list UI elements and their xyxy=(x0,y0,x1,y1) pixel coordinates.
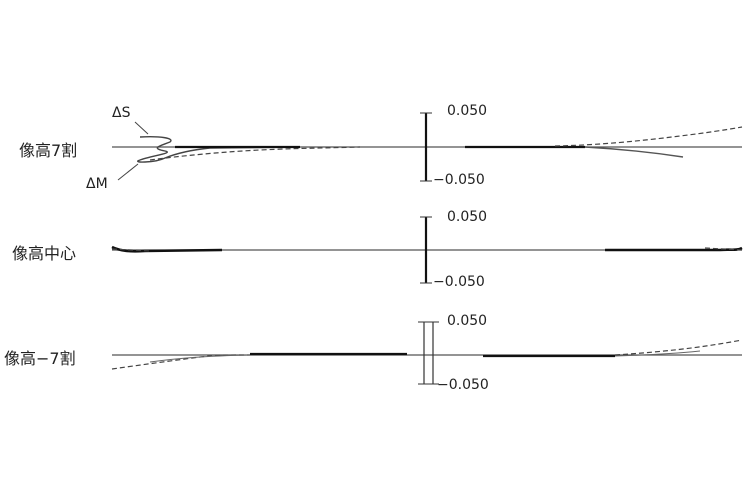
row-1-scale-top-label: 0.050 xyxy=(447,103,488,119)
row-1-meridional-curve-left xyxy=(149,146,361,161)
row-1-sagittal-curve-right xyxy=(584,146,684,158)
delta-m-label: ΔM xyxy=(86,176,108,192)
delta-m-leader xyxy=(117,163,139,181)
row-1-meridional-curve-right xyxy=(554,126,743,147)
row-2-label: 像高中心 xyxy=(12,244,77,263)
row-1-scale-bottom-label: −0.050 xyxy=(433,172,485,188)
row-3-scale-bottom-label: −0.050 xyxy=(437,377,489,393)
row-1-label: 像高7割 xyxy=(19,141,78,160)
row-3-sagittal-curve-left xyxy=(149,354,251,363)
row-3-sagittal-curve-right xyxy=(614,350,701,357)
row-1-group xyxy=(112,112,743,182)
row-2-group xyxy=(111,216,743,284)
row-2-scale-top-label: 0.050 xyxy=(447,209,488,225)
row-3-scale-top-label: 0.050 xyxy=(447,313,488,329)
row-2-scale-bottom-label: −0.050 xyxy=(433,274,485,290)
row-1-sagittal-curve-left xyxy=(137,136,301,163)
row-2-curve-left xyxy=(111,245,223,253)
delta-s-leader xyxy=(134,121,149,135)
row-3-meridional-curve-right xyxy=(614,339,743,356)
row-3-meridional-curve-left xyxy=(111,354,251,370)
row-2-curve-left-dash xyxy=(111,248,151,252)
row-3-group xyxy=(111,321,743,385)
row-2-curve-right-dash xyxy=(704,247,743,251)
row-3-label: 像高−7割 xyxy=(4,349,76,368)
delta-s-label: ΔS xyxy=(112,105,131,121)
